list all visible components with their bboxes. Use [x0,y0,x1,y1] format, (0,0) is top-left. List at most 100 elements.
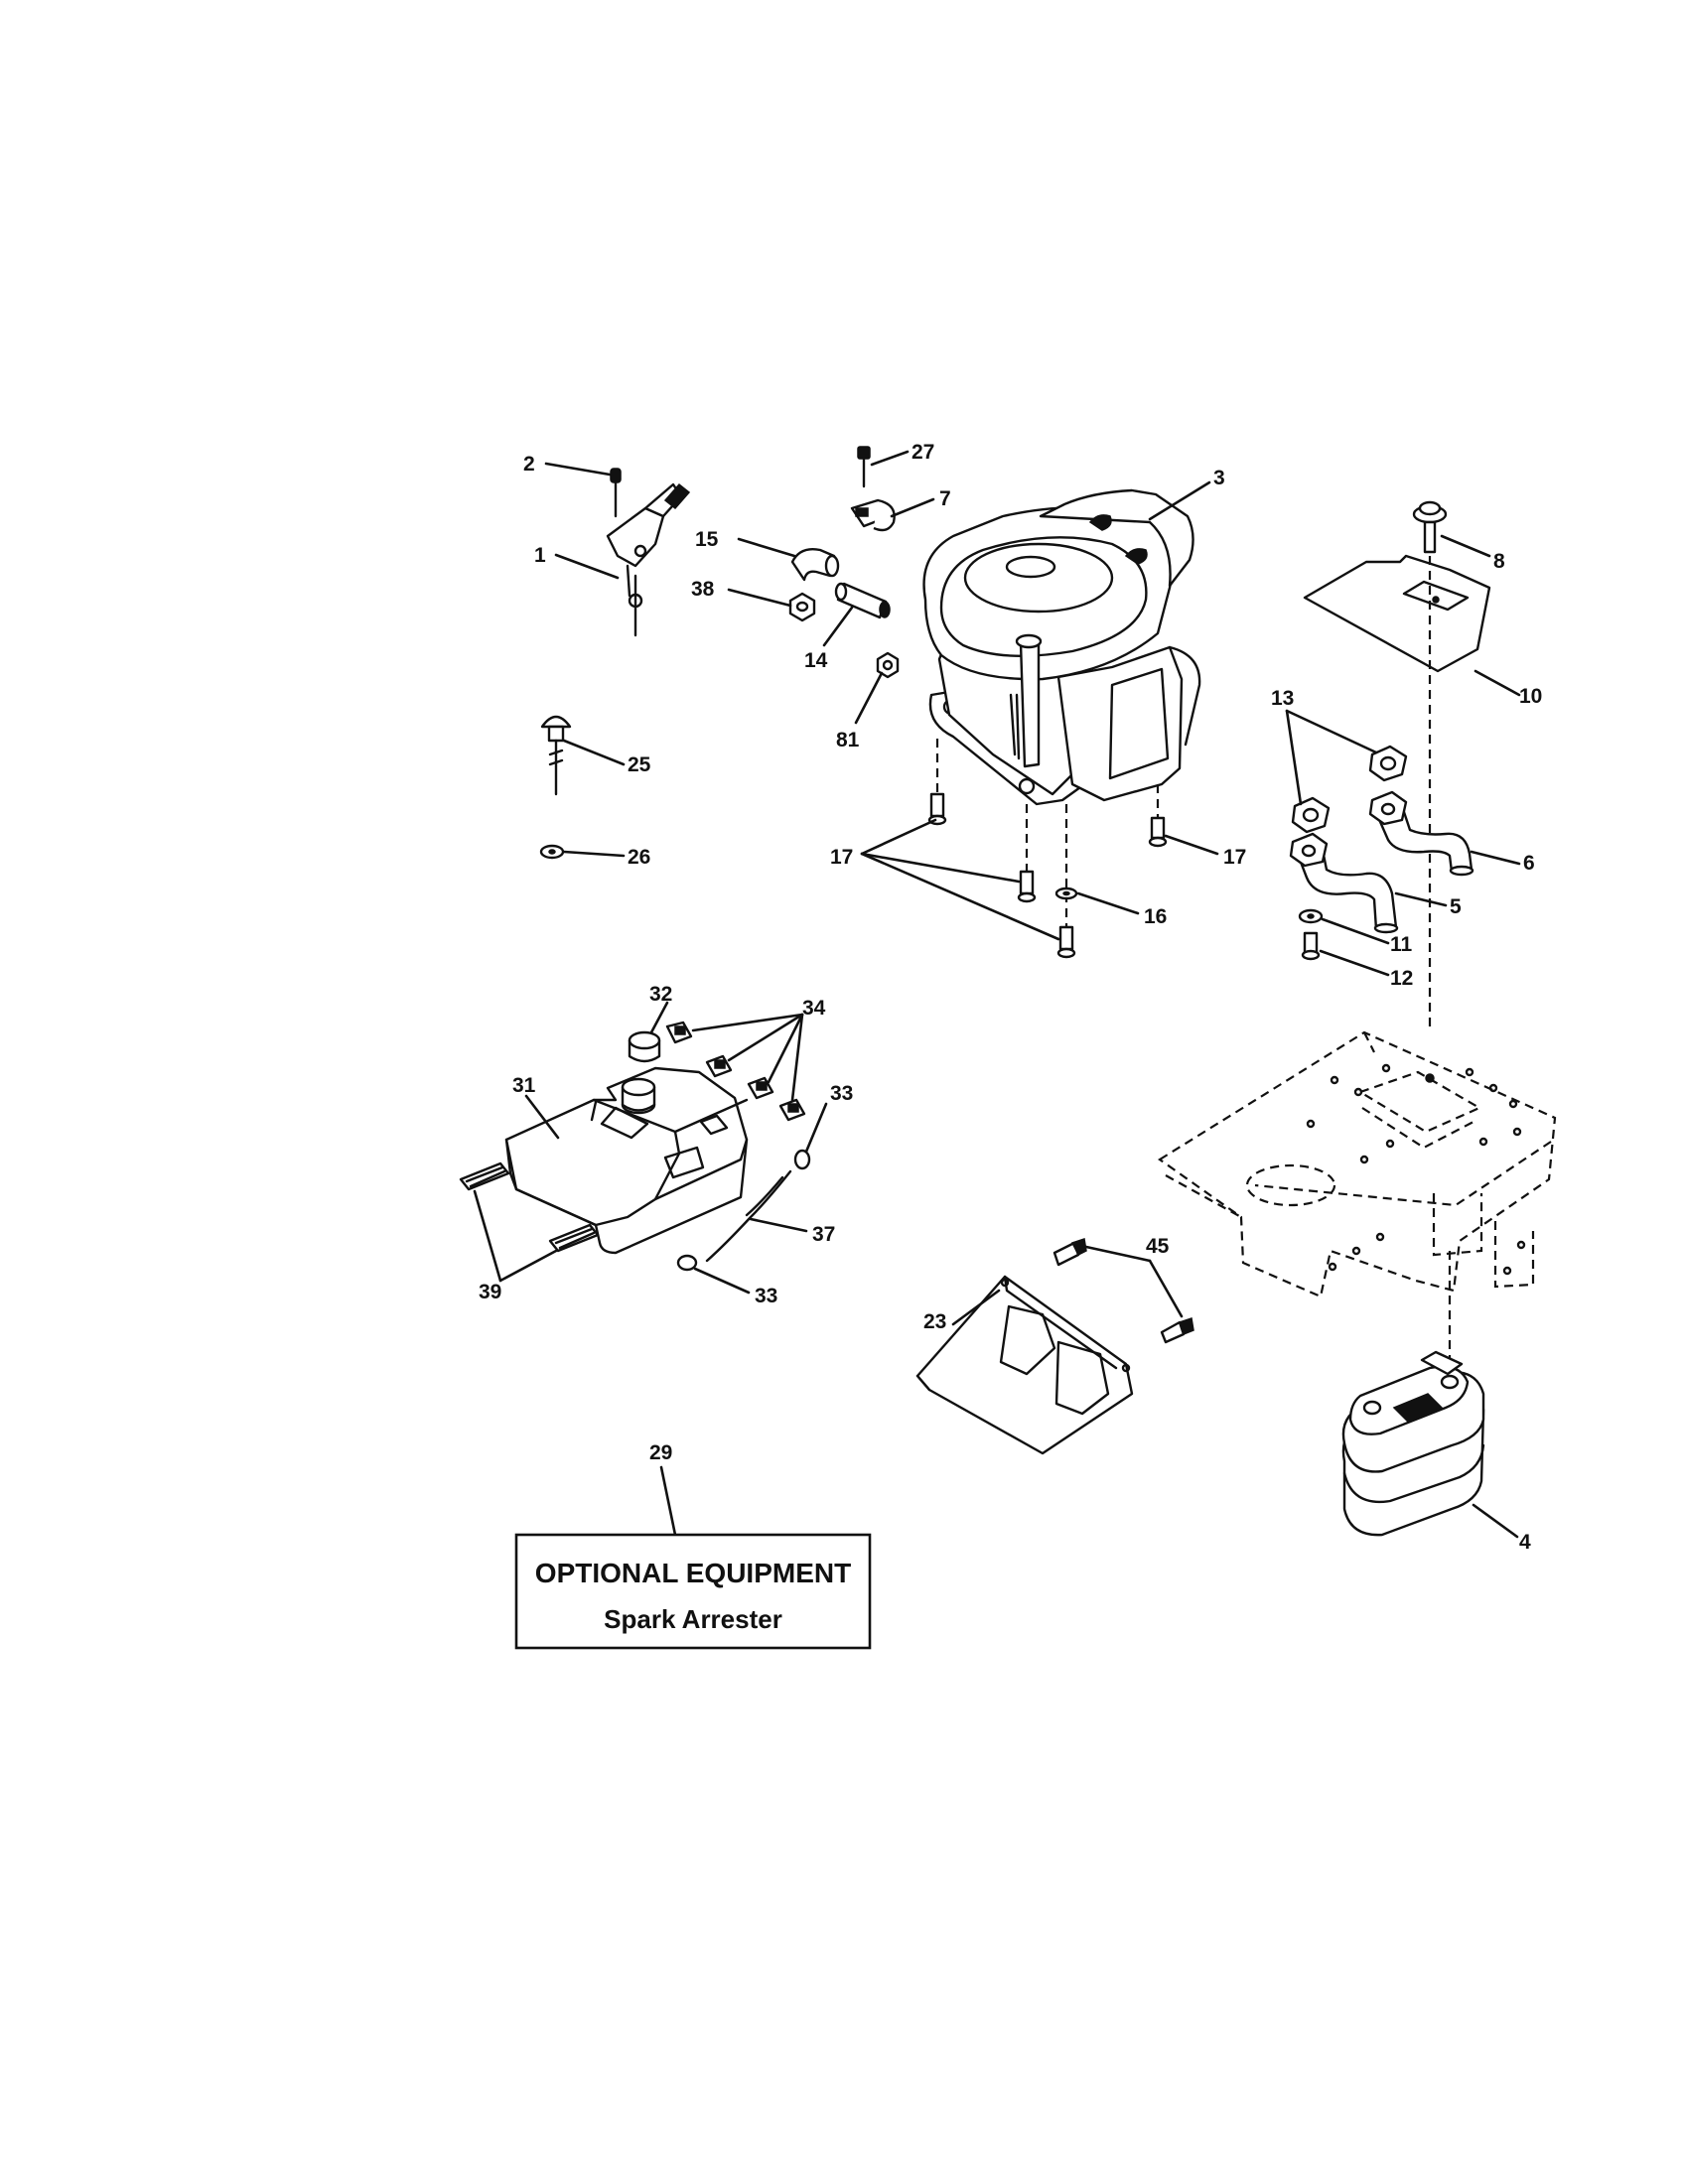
gasket-13a [1368,745,1408,782]
callout-14: 14 [804,649,828,672]
bolt-17b [1017,870,1037,903]
screw-45a [1052,1238,1087,1267]
pad-39b [548,1223,600,1253]
bolt-17a [927,792,947,826]
callout-16: 16 [1144,905,1167,928]
leader-33b [693,1267,751,1295]
callout-27: 27 [912,441,934,464]
gasket-13b [1291,796,1331,834]
leader-16 [1076,891,1140,915]
leader-1 [554,553,620,580]
callout-8: 8 [1493,550,1505,573]
leader-34a [691,1013,804,1032]
leader-39b [498,1249,558,1283]
pad-39a [459,1161,510,1191]
callout-17a: 17 [830,846,853,869]
callout-12: 12 [1390,967,1413,990]
leader-13b [1285,709,1303,806]
leader-17a-3 [860,852,1060,941]
leader-7 [890,497,935,518]
washer-16 [1054,887,1078,900]
leader-14 [822,606,854,647]
callout-11: 11 [1390,933,1413,956]
leader-15 [737,537,796,558]
callout-13: 13 [1271,687,1294,710]
callout-38: 38 [691,578,715,601]
muffler-part [1341,1350,1485,1537]
callout-29: 29 [649,1441,672,1464]
leader-17a-2 [860,852,1021,884]
optional-equipment-title: OPTIONAL EQUIPMENT [535,1558,851,1588]
callout-10: 10 [1519,685,1542,708]
leader-2 [544,462,612,477]
optional-equipment-box [514,1533,872,1650]
throttle-control-assembly [606,468,691,637]
pin-part [540,715,572,796]
spark-arrester-label: Spark Arrester [604,1604,782,1634]
leader-3 [1148,480,1211,521]
callout-4: 4 [1519,1531,1531,1554]
leader-4 [1472,1503,1519,1539]
callout-31: 31 [512,1074,536,1097]
elbow-fitting-part [790,548,840,582]
leader-11 [1321,917,1390,945]
leader-38 [727,588,792,608]
hose-part [676,1149,811,1272]
heat-shield-part [1303,554,1491,673]
bolt-17c [1056,925,1076,959]
washer-part [539,844,565,860]
heat-shield-bolt [1412,500,1448,554]
leader-12 [1319,949,1390,977]
callout-33b: 33 [755,1285,777,1307]
callout-32: 32 [649,983,672,1006]
leader-34d [790,1013,804,1102]
nut-part [788,592,816,622]
leader-34b [727,1013,804,1062]
tube-part [834,582,891,619]
leader-23 [951,1289,1001,1326]
leader-5 [1394,891,1448,907]
heat-guard-part [915,1275,1134,1455]
engine-part [922,488,1201,806]
cap-part [628,1030,661,1063]
leader-31 [524,1094,560,1140]
callout-1: 1 [534,544,546,567]
exhaust-pipe-5 [1289,832,1399,934]
bolt-12 [1301,931,1321,961]
leader-29 [659,1465,677,1537]
leader-17b [1164,834,1219,856]
leader-33a [804,1102,828,1154]
clips-part [665,1021,806,1122]
callout-25: 25 [628,753,651,776]
leader-25 [562,739,626,766]
callout-5: 5 [1450,895,1462,918]
callout-26: 26 [628,846,650,869]
leader-45a [1084,1245,1152,1263]
leader-27 [870,450,910,467]
screw-45b [1160,1317,1194,1344]
leader-10 [1474,669,1521,697]
exhaust-pipe-6 [1368,790,1474,877]
clamp-part [850,446,896,532]
small-nut-part [876,651,900,679]
leader-17a-1 [860,818,937,856]
leader-37 [749,1217,808,1233]
leader-39a [473,1189,502,1283]
callout-6: 6 [1523,852,1535,875]
leader-26 [562,850,626,858]
leader-34c [767,1013,804,1084]
callout-39: 39 [479,1281,501,1303]
callout-17b: 17 [1223,846,1246,869]
callout-15: 15 [695,528,719,551]
leader-13a [1285,709,1378,754]
tank-part [504,1066,749,1255]
leader-6 [1470,850,1521,866]
callout-34: 34 [802,997,826,1020]
callout-2: 2 [523,453,535,476]
bolt-17d [1148,816,1168,848]
washer-11 [1298,908,1324,924]
leader-32 [649,1001,669,1034]
callout-3: 3 [1213,467,1225,489]
callout-45: 45 [1146,1235,1170,1258]
